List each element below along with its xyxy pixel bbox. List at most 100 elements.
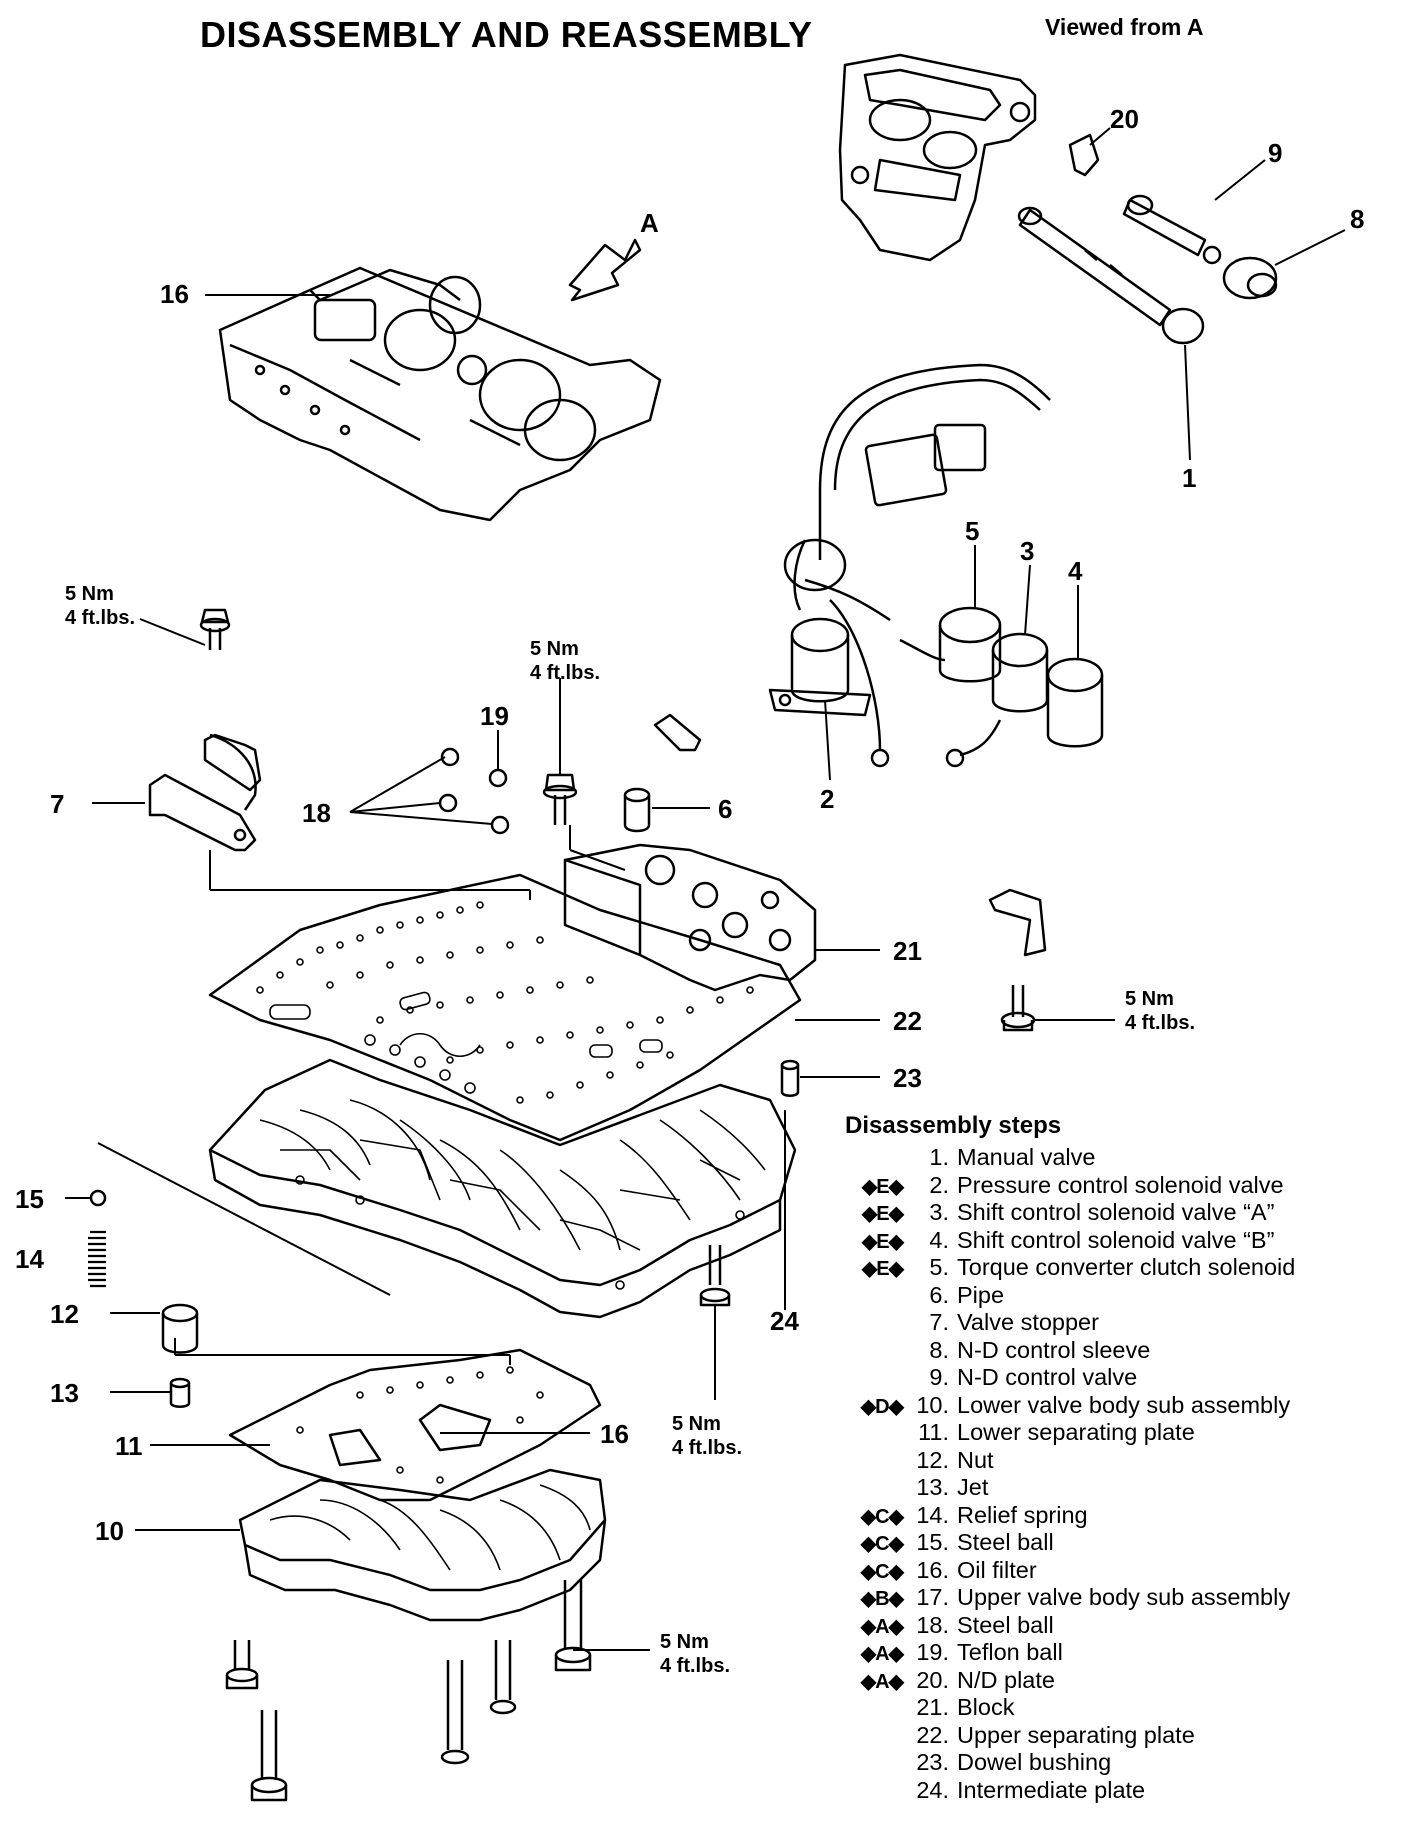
step-row: ◆C◆15.Steel ball bbox=[845, 1529, 1405, 1557]
step-name: N-D control valve bbox=[957, 1364, 1138, 1390]
step-number: 18. bbox=[916, 1611, 949, 1638]
callout-8: 8 bbox=[1350, 204, 1364, 234]
page-title: DISASSEMBLY AND REASSEMBLY bbox=[200, 14, 813, 55]
manual-valve-1 bbox=[1017, 206, 1205, 345]
step-number: 5. bbox=[929, 1254, 949, 1280]
callout-14: 14 bbox=[15, 1244, 44, 1274]
step-row: ◆A◆20.N/D plate bbox=[845, 1667, 1405, 1695]
step-number: 6. bbox=[929, 1281, 949, 1308]
jet-13 bbox=[169, 1377, 191, 1408]
step-name: Steel ball bbox=[957, 1529, 1054, 1555]
step-row: ◆E◆ 4. Shift control solenoid valve “B” bbox=[845, 1227, 1405, 1255]
step-number: 13. bbox=[916, 1474, 949, 1500]
steps-title: Disassembly steps bbox=[845, 1112, 1062, 1139]
step-name: Block bbox=[957, 1694, 1015, 1720]
upper-valve-body-17 bbox=[218, 266, 662, 522]
valve-stopper-7 bbox=[148, 733, 262, 852]
step-name: N/D plate bbox=[957, 1666, 1055, 1693]
callout-4: 4 bbox=[1068, 556, 1083, 586]
callout-6: 6 bbox=[718, 794, 732, 824]
step-name: Intermediate plate bbox=[957, 1776, 1146, 1803]
step-row: 22.Upper separating plate bbox=[845, 1722, 1405, 1750]
step-number: 17. bbox=[916, 1584, 949, 1610]
arrow-label-a: A bbox=[640, 208, 659, 238]
step-number: 23. bbox=[916, 1749, 949, 1775]
direction-arrow-a bbox=[568, 238, 642, 302]
callout-1: 1 bbox=[1182, 463, 1196, 493]
bracket-right bbox=[988, 888, 1047, 957]
step-number: 14. bbox=[916, 1501, 949, 1528]
step-number: 3. bbox=[929, 1199, 949, 1225]
step-number: 11. bbox=[918, 1419, 949, 1445]
step-row: ◆C◆16.Oil filter bbox=[845, 1557, 1405, 1585]
upper-separating-plate-22 bbox=[208, 873, 802, 1142]
callout-16-bottom: 16 bbox=[600, 1419, 629, 1449]
step-name: Jet bbox=[957, 1474, 989, 1500]
step-number: 9. bbox=[929, 1364, 949, 1390]
disassembly-steps: Disassembly steps 1.Manual valve ◆E◆ 2. Pre… bbox=[845, 1112, 1405, 1804]
steel-ball-18b bbox=[438, 793, 458, 813]
callout-20: 20 bbox=[1110, 104, 1139, 134]
callout-15: 15 bbox=[15, 1184, 44, 1214]
step-number: 2. bbox=[929, 1171, 949, 1198]
callout-23: 23 bbox=[893, 1063, 922, 1093]
step-name: Shift control solenoid valve “B” bbox=[957, 1226, 1275, 1253]
steel-ball-18a bbox=[440, 747, 460, 767]
callout-7: 7 bbox=[50, 789, 64, 819]
step-row: 13. Jet bbox=[845, 1474, 1405, 1502]
step-row: ◆E◆5.Torque converter clutch solenoid bbox=[845, 1254, 1405, 1282]
step-mark: ◆E◆ bbox=[861, 1175, 904, 1198]
step-row: 12.Nut bbox=[845, 1447, 1405, 1475]
step-name: Shift control solenoid valve “A” bbox=[957, 1199, 1275, 1225]
step-mark: ◆D◆ bbox=[860, 1395, 904, 1418]
step-name: Valve stopper bbox=[957, 1309, 1099, 1335]
torque-nm-2: 5 Nm bbox=[530, 638, 579, 660]
step-mark: ◆C◆ bbox=[860, 1505, 904, 1528]
callout-18: 18 bbox=[302, 798, 331, 828]
step-name: Dowel bushing bbox=[957, 1749, 1112, 1775]
step-mark: ◆A◆ bbox=[860, 1643, 904, 1665]
callout-13: 13 bbox=[50, 1378, 79, 1408]
callout-21: 21 bbox=[893, 936, 922, 966]
nut-12 bbox=[161, 1303, 199, 1354]
step-row: 11.Lower separating plate bbox=[845, 1419, 1405, 1447]
bolt-bottom-5 bbox=[554, 1580, 592, 1672]
step-name: Steel ball bbox=[957, 1611, 1054, 1638]
step-number: 4. bbox=[929, 1226, 949, 1253]
step-number: 15. bbox=[916, 1529, 949, 1555]
step-name: Oil filter bbox=[957, 1556, 1037, 1583]
view-label: Viewed from A bbox=[1045, 14, 1204, 40]
step-name: Torque converter clutch solenoid bbox=[957, 1254, 1296, 1280]
step-name: Upper separating plate bbox=[957, 1721, 1195, 1748]
step-row: ◆B◆17.Upper valve body sub assembly bbox=[845, 1584, 1405, 1612]
nd-control-sleeve-8 bbox=[1222, 256, 1278, 300]
teflon-ball-19 bbox=[488, 768, 508, 788]
nd-control-valve-9 bbox=[1122, 194, 1222, 265]
step-row: ◆E◆3.Shift control solenoid valve “A” bbox=[845, 1199, 1405, 1227]
block-21 bbox=[563, 843, 817, 992]
callout-2: 2 bbox=[820, 784, 834, 814]
pipe-6 bbox=[623, 787, 651, 833]
solenoid-harness bbox=[783, 363, 1051, 768]
shift-solenoid-a-3 bbox=[945, 632, 1049, 768]
step-number: 21. bbox=[916, 1694, 949, 1720]
step-name: Pipe bbox=[957, 1281, 1005, 1308]
nd-plate-20 bbox=[1068, 133, 1100, 177]
callout-11: 11 bbox=[115, 1431, 143, 1461]
step-row: 1.Manual valve bbox=[845, 1144, 1405, 1172]
step-row: ◆A◆18.Steel ball bbox=[845, 1612, 1405, 1640]
step-row: ◆D◆10.Lower valve body sub assembly bbox=[845, 1392, 1405, 1420]
callout-16-top: 16 bbox=[160, 279, 189, 309]
step-mark: ◆E◆ bbox=[861, 1230, 904, 1253]
step-number: 1. bbox=[929, 1144, 949, 1170]
torque-ft-4: 4 ft.lbs. bbox=[672, 1437, 742, 1459]
step-number: 19. bbox=[916, 1639, 949, 1665]
steel-ball-18c bbox=[490, 815, 510, 835]
callout-3: 3 bbox=[1020, 536, 1034, 566]
step-name: Pressure control solenoid valve bbox=[957, 1171, 1284, 1198]
step-row: 23. Dowel bushing bbox=[845, 1749, 1405, 1777]
torque-ft-2: 4 ft.lbs. bbox=[530, 662, 600, 684]
shift-solenoid-b-4 bbox=[1046, 657, 1104, 748]
bolt-bottom-3 bbox=[440, 1660, 470, 1765]
